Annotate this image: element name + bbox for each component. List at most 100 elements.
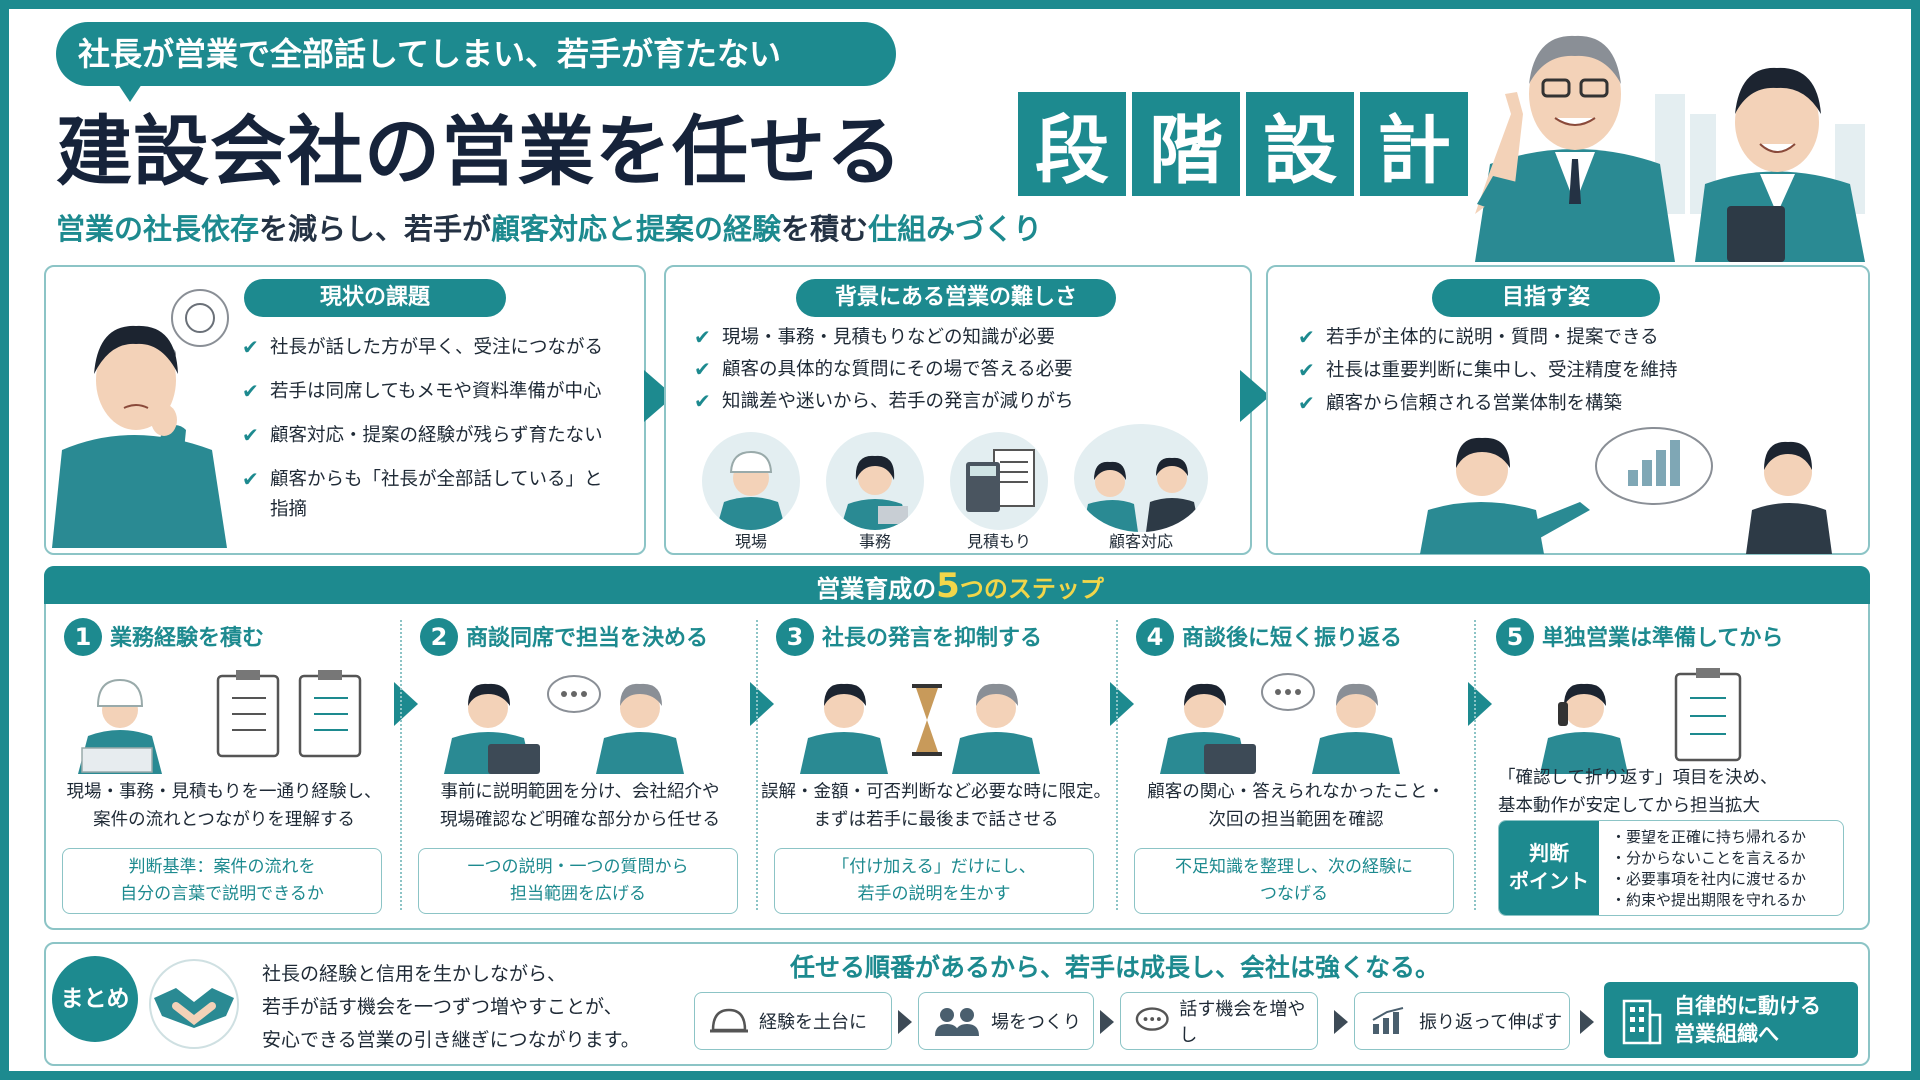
check-icon: ✔: [694, 357, 711, 381]
arrow-right-icon: [1580, 1010, 1594, 1034]
current-issues-list: ✔社長が話した方が早く、受注につながる ✔若手は同席してもメモや資料準備が中心 …: [240, 334, 603, 523]
step-5: 5 単独営業は準備してから 「確認して折り返す」項目を決め、基本動作が安定してか…: [1480, 606, 1864, 926]
flow-final-label: 自律的に動ける営業組織へ: [1674, 994, 1821, 1046]
subtitle-part: を積む: [781, 212, 869, 246]
worker-with-checklists-illustration: [78, 670, 362, 774]
list-item: 分からないことを言えるか: [1611, 848, 1806, 869]
boss-figure-icon: [1475, 35, 1675, 262]
list-item: ✔社長が話した方が早く、受注につながる: [242, 335, 604, 359]
step-criteria-box: 不足知識を整理し、次の経験につなげる: [1134, 848, 1454, 914]
arrow-right-icon: [1110, 682, 1134, 726]
illustration-label: 見積もり: [966, 532, 1031, 551]
clipboard-icon: [1674, 668, 1742, 762]
summary-section: [44, 942, 1870, 1066]
list-item-continuation: 指摘: [270, 499, 308, 520]
check-icon: ✔: [242, 467, 259, 491]
check-icon: ✔: [242, 335, 259, 359]
check-icon: ✔: [694, 389, 711, 413]
summary-slogan: 任せる順番があるから、若手は成長し、会社は強くなる。: [790, 953, 1441, 982]
main-title: 建設会社の営業を任せる: [56, 107, 903, 196]
flow-item-label: 振り返って伸ばす: [1419, 1012, 1563, 1033]
panel-title-current: 現状の課題: [244, 279, 506, 317]
summary-text: 社長の経験と信用を生かしながら、 若手が話す機会を一つずつ増やすことが、 安心で…: [262, 958, 640, 1057]
step-divider: [400, 620, 402, 910]
steps-header-number: 5: [936, 566, 960, 606]
steps-header-prefix: 営業育成の: [816, 575, 937, 603]
title-highlight-char: 設: [1246, 92, 1354, 196]
growth-chart-icon: [1372, 1007, 1404, 1034]
list-item: ✔顧客から信頼される営業体制を構築: [1298, 391, 1623, 415]
judge-points-list: 要望を正確に持ち帰れるか 分からないことを言えるか 必要事項を社内に渡せるか 約…: [1611, 827, 1806, 911]
arrow-right-icon: [394, 682, 418, 726]
clipboard-icon: [216, 670, 280, 758]
step-number: 5: [1496, 618, 1534, 656]
subtitle-part: 営業の社長依存: [56, 212, 260, 246]
step-description: 現場・事務・見積もりを一通り経験し、案件の流れとつながりを理解する: [66, 782, 382, 830]
judge-points-label: 判断ポイント: [1499, 821, 1599, 915]
title-highlight: 段 階 設 計: [1018, 92, 1468, 196]
flow-item-experience: 経験を土台に: [694, 992, 892, 1050]
subtitle-part: を減らし、若手が: [259, 212, 492, 246]
arrow-right-icon: [1468, 682, 1492, 726]
step-divider: [1474, 620, 1476, 910]
step-title: 単独営業は準備してから: [1542, 626, 1784, 651]
step-number: 4: [1136, 618, 1174, 656]
flow-item-place: 場をつくり: [918, 992, 1094, 1050]
list-item: 要望を正確に持ち帰れるか: [1611, 827, 1806, 848]
step-criteria-box: 「付け加える」だけにし、若手の説明を生かす: [774, 848, 1094, 914]
check-icon: ✔: [242, 379, 259, 403]
subtitle-part: 仕組みづくり: [868, 212, 1043, 246]
step-2: 2 商談同席で担当を決める 事前に説明範囲を分け、会社紹介や現場確認など明確な部…: [404, 606, 756, 926]
list-item: ✔現場・事務・見積もりなどの知識が必要: [694, 325, 1056, 349]
list-item: ✔社長は重要判断に集中し、受注精度を維持: [1298, 358, 1678, 382]
step-description: 顧客の関心・答えられなかったこと・次回の担当範囲を確認: [1147, 782, 1445, 830]
chat-bubble-icon: [1135, 1007, 1169, 1031]
flow-item-label: 場をつくり: [991, 1012, 1081, 1033]
goal-list: ✔若手が主体的に説明・質問・提案できる ✔社長は重要判断に集中し、受注精度を維持…: [1296, 324, 1678, 417]
presentation-scene-illustration: [1420, 427, 1832, 554]
step-number: 1: [64, 618, 102, 656]
arrow-right-icon: [898, 1010, 912, 1034]
review-meeting-illustration: [1160, 673, 1400, 774]
steps-header-bar: [44, 566, 1870, 604]
tagline-bubble: 社長が営業で全部話してしまい、若手が育たない: [56, 22, 896, 102]
summary-line: 社長の経験と信用を生かしながら、: [262, 963, 567, 985]
step-title: 商談後に短く振り返る: [1182, 626, 1403, 651]
step-1: 1 業務経験を積む 現場・事務・見積もりを一通り経験し、案件の流れとつながりを理…: [48, 606, 400, 926]
summary-badge: まとめ: [52, 956, 138, 1042]
worried-worker-illustration: [52, 289, 229, 548]
summary-line: 安心できる営業の引き継ぎにつながります。: [262, 1029, 640, 1051]
step-number: 3: [776, 618, 814, 656]
hourglass-icon: [912, 684, 942, 756]
list-item: 必要事項を社内に渡せるか: [1611, 869, 1806, 890]
flow-item-review: 振り返って伸ばす: [1354, 992, 1570, 1050]
steps-header-title: 営業育成の5つのステップ: [0, 568, 1920, 607]
list-item: ✔顧客の具体的な質問にその場で答える必要: [694, 357, 1073, 381]
step-4: 4 商談後に短く振り返る 顧客の関心・答えられなかったこと・次回の担当範囲を確認…: [1120, 606, 1472, 926]
step-criteria-box: 一つの説明・一つの質問から担当範囲を広げる: [418, 848, 738, 914]
list-item: 約束や提出期限を守れるか: [1611, 890, 1806, 911]
panel-title-background: 背景にある営業の難しさ: [796, 279, 1116, 317]
flow-final-goal: 自律的に動ける営業組織へ: [1604, 982, 1858, 1058]
list-item: ✔若手は同席してもメモや資料準備が中心: [242, 379, 602, 403]
list-item: ✔顧客対応・提案の経験が残らず育たない: [242, 423, 603, 447]
check-icon: ✔: [1298, 358, 1315, 382]
speech-bubble-icon: [1595, 427, 1713, 505]
check-icon: ✔: [694, 325, 711, 349]
title-highlight-char: 段: [1018, 92, 1126, 196]
hero-people-illustration: [1475, 35, 1865, 262]
step-divider: [1116, 620, 1118, 910]
office-clerk-illustration: [826, 432, 924, 530]
people-icon: [935, 1008, 979, 1036]
title-highlight-char: 階: [1132, 92, 1240, 196]
subtitle-part: 顧客対応と提案の経験: [491, 212, 782, 246]
step-title: 業務経験を積む: [110, 626, 265, 651]
flow-item-label: 話す機会を増やし: [1179, 999, 1306, 1046]
site-worker-illustration: [702, 432, 800, 530]
step-number: 2: [420, 618, 458, 656]
flow-item-label: 経験を土台に: [759, 1012, 867, 1033]
step-description: 「確認して折り返す」項目を決め、基本動作が安定してから担当拡大: [1498, 768, 1778, 816]
young-employee-figure-icon: [1695, 67, 1865, 262]
list-item: ✔顧客からも「社長が全部話している」と: [242, 467, 603, 491]
